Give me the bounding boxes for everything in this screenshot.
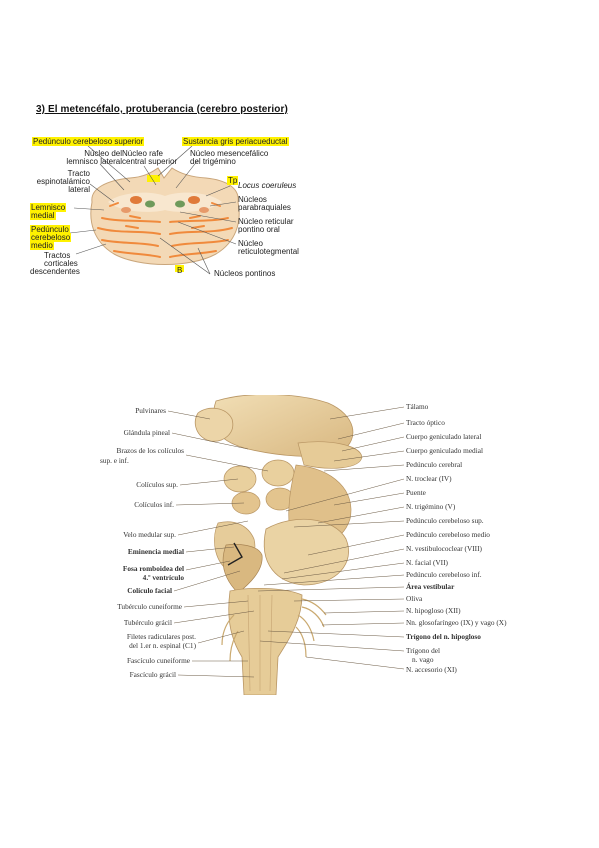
fig2-label-tuberculo-cuneiforme: Tubérculo cuneiforme: [117, 602, 182, 611]
fig2-label-puente: Puente: [406, 488, 426, 497]
fig2-label-talamo: Tálamo: [406, 402, 429, 411]
fig2-label-coliculos-sup: Colículos sup.: [136, 480, 178, 489]
label-nuc-reticular-2: pontino oral: [238, 225, 280, 234]
label-nuc-rafe-2: central superior: [122, 157, 178, 166]
label-nuc-retteg-2: reticulotegmental: [238, 247, 299, 256]
fig2-label-eminencia-medial: Eminencia medial: [127, 547, 184, 556]
label-nuc-mes-2: del trigémino: [190, 157, 236, 166]
fig2-label-area-vestibular: Área vestibular: [406, 582, 455, 591]
label-ped-sup: Pedúnculo cerebeloso superior: [32, 137, 145, 146]
label-tracto-esp-2: espinotalámico: [36, 177, 90, 186]
fig2-label-n-trigemino: N. trigémino (V): [406, 502, 456, 511]
fig2-label-pulvinares: Pulvinares: [135, 406, 166, 415]
fig2-label-tuberculo-gracil: Tubérculo grácil: [123, 618, 172, 627]
label-nuc-lemnisco-2: lemnisco lateral: [66, 157, 122, 166]
label-ped-med-2: cerebeloso: [30, 233, 72, 242]
fig2-label-nn-glosofaringeo-vago: Nn. glosofaríngeo (IX) y vago (X): [406, 618, 507, 627]
label-lemnisco-2: medial: [30, 211, 56, 220]
fig2-label-filetes-1: Filetes radiculares post.: [126, 632, 196, 641]
fig2-label-ped-cereb-sup: Pedúnculo cerebeloso sup.: [406, 516, 484, 525]
fig2-label-n-accesorio: N. accesorio (XI): [406, 665, 457, 674]
fig2-label-ped-cereb-inf: Pedúnculo cerebeloso inf.: [406, 570, 482, 579]
fig2-label-fosa-1: Fosa romboidea del: [122, 564, 184, 573]
label-tracto-esp-3: lateral: [68, 185, 90, 194]
label-sustancia-gris: Sustancia gris periacueductal: [182, 137, 289, 146]
fig2-label-n-facial: N. facial (VII): [406, 558, 448, 567]
fig2-label-fasciculo-gracil: Fascículo grácil: [129, 670, 176, 679]
label-ped-med-3: medio: [30, 241, 54, 250]
fig2-label-n-troclear: N. troclear (IV): [406, 474, 452, 483]
label-lemnisco-1: Lemnisco: [30, 203, 67, 212]
label-tractos-3: descendentes: [30, 267, 80, 276]
fig2-label-pedunculo-cerebral: Pedúnculo cerebral: [406, 460, 463, 469]
fig2-label-oliva: Oliva: [406, 594, 423, 603]
fig2-label-trigono-vago-2: n. vago: [412, 655, 434, 664]
fig2-label-velo-medular: Velo medular sup.: [123, 530, 176, 539]
label-locus-coeruleus: Locus coeruleus: [238, 181, 297, 190]
fig2-label-filetes-2: del 1.er n. espinal (C1): [129, 641, 196, 650]
fig2-label-brazos-2: sup. e inf.: [100, 456, 129, 465]
leader-lines: [167, 406, 405, 678]
fig2-label-trigono-vago-1: Trígono del: [406, 646, 440, 655]
fig2-label-geniculado-medial: Cuerpo geniculado medial: [406, 446, 483, 455]
label-nuc-rafe-1: Núcleo rafe: [122, 149, 163, 158]
label-nuc-mes-1: Núcleo mesencefálico: [190, 149, 269, 158]
fig2-label-tracto-optico: Tracto óptico: [406, 418, 445, 427]
fig2-label-glandula-pineal: Glándula pineal: [123, 428, 170, 437]
pons-cross-section-drawing: [69, 145, 240, 275]
fig2-label-n-hipogloso: N. hipogloso (XII): [406, 606, 461, 615]
brainstem-drawing: [194, 395, 363, 695]
label-nuc-reticular-1: Núcleo reticular: [238, 217, 294, 226]
label-tractos-2: corticales: [44, 259, 78, 268]
label-tracto-esp-1: Tracto: [67, 169, 90, 178]
fig2-label-trigono-hipogloso: Trígono del n. hipogloso: [406, 632, 481, 641]
pons-cross-section-figure: Pedúnculo cerebeloso superior Sustancia …: [30, 130, 310, 290]
label-nuc-para-1: Núcleos: [238, 195, 267, 204]
label-tp: Tp: [227, 176, 239, 185]
brainstem-dorsal-figure: Pulvinares Glándula pineal Brazos de los…: [98, 395, 538, 695]
fig2-label-brazos-1: Brazos de los colículos: [116, 446, 184, 455]
fig2-label-fasciculo-cuneiforme: Fascículo cuneiforme: [126, 656, 190, 665]
fig2-label-coliculos-inf: Colículos inf.: [134, 500, 174, 509]
label-ped-med-1: Pedúnculo: [30, 225, 70, 234]
label-tractos-1: Tractos: [44, 251, 71, 260]
section-heading: 3) El metencéfalo, protuberancia (cerebr…: [36, 104, 288, 115]
label-b: B: [177, 266, 183, 275]
fig2-label-fosa-2: 4.º ventrículo: [142, 573, 184, 582]
label-nuc-retteg-1: Núcleo: [238, 239, 263, 248]
fig2-label-coliculo-facial: Colículo facial: [127, 586, 172, 595]
fig2-label-ped-cereb-medio: Pedúnculo cerebeloso medio: [406, 530, 490, 539]
label-nuc-para-2: parabraquiales: [238, 203, 291, 212]
label-nuc-lemnisco-1: Núcleo del: [84, 149, 122, 158]
fig2-label-n-vestibulococlear: N. vestibulococlear (VIII): [406, 544, 482, 553]
label-nuc-pontinos: Núcleos pontinos: [214, 269, 276, 278]
fig2-label-geniculado-lateral: Cuerpo geniculado lateral: [406, 432, 482, 441]
